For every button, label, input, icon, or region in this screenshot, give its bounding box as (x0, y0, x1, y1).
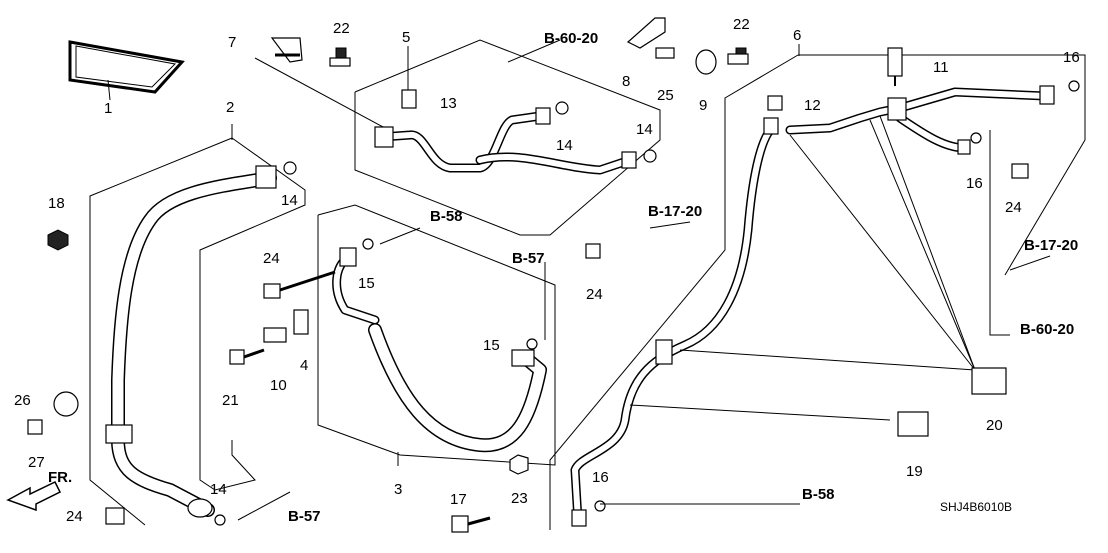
reference-label: B-17-20 (648, 203, 702, 220)
part-number-label: 23 (511, 490, 528, 507)
part-number-label: 9 (699, 97, 707, 114)
reference-labels: B-60-20 B-60-20 B-17-20 B-17-20 B-58 B-5… (288, 30, 1078, 525)
part-number-label: 27 (28, 454, 45, 471)
part-number-label: 22 (733, 16, 750, 33)
part-number-label: 10 (270, 377, 287, 394)
part-number-label: 16 (592, 469, 609, 486)
part-6-liquid-pipe (570, 85, 1055, 527)
diagram-code: SHJ4B6010B (940, 500, 1012, 514)
part-labels: 1 2 3 4 5 6 7 8 9 10 11 12 13 14 14 14 1… (14, 16, 1080, 525)
part-number-label: 8 (622, 73, 630, 90)
reference-leaders (237, 39, 1051, 521)
part-number-label: 14 (210, 481, 227, 498)
part-number-label: 6 (793, 27, 801, 44)
part-number-label: 25 (657, 87, 674, 104)
part-number-label: 22 (333, 20, 350, 37)
part-number-label: 24 (66, 508, 83, 525)
part-number-label: 11 (933, 59, 949, 76)
part-number-label: 3 (394, 481, 402, 498)
front-arrow: FR. (6, 469, 72, 512)
part-number-label: 26 (14, 392, 31, 409)
part-number-label: 1 (104, 100, 112, 117)
part-2-discharge-hose (105, 165, 277, 518)
part-3-suction-hose (332, 247, 547, 453)
reference-label: B-57 (512, 250, 545, 267)
front-label: FR. (48, 469, 72, 486)
group-outlines (89, 39, 1086, 530)
part-number-label: 18 (48, 195, 65, 212)
part-number-label: 14 (281, 192, 298, 209)
part-number-label: 24 (586, 286, 603, 303)
part-1-gasket (68, 40, 185, 101)
part-number-label: 15 (483, 337, 500, 354)
part-number-label: 21 (222, 392, 239, 409)
part-number-label: 20 (986, 417, 1003, 434)
part-number-label: 14 (636, 121, 653, 138)
part-number-label: 19 (906, 463, 923, 480)
reference-label: B-17-20 (1024, 237, 1078, 254)
part-5-suction-pipe (374, 107, 637, 175)
part-number-label: 4 (300, 357, 308, 374)
part-number-label: 12 (804, 97, 821, 114)
part-number-label: 15 (358, 275, 375, 292)
part-number-label: 2 (226, 99, 234, 116)
part-number-label: 16 (966, 175, 983, 192)
reference-label: B-60-20 (1020, 321, 1074, 338)
reference-label: B-57 (288, 508, 321, 525)
reference-label: B-58 (430, 208, 463, 225)
reference-label: B-58 (802, 486, 835, 503)
reference-label: B-60-20 (544, 30, 598, 47)
part-number-label: 17 (450, 491, 467, 508)
part-number-label: 13 (440, 95, 457, 112)
part-number-label: 5 (402, 29, 410, 46)
part-number-label: 16 (1063, 49, 1080, 66)
hardware-parts (27, 17, 1080, 533)
part-number-label: 24 (263, 250, 280, 267)
part-number-label: 24 (1005, 199, 1022, 216)
part-number-label: 14 (556, 137, 573, 154)
part-number-label: 7 (228, 34, 236, 51)
